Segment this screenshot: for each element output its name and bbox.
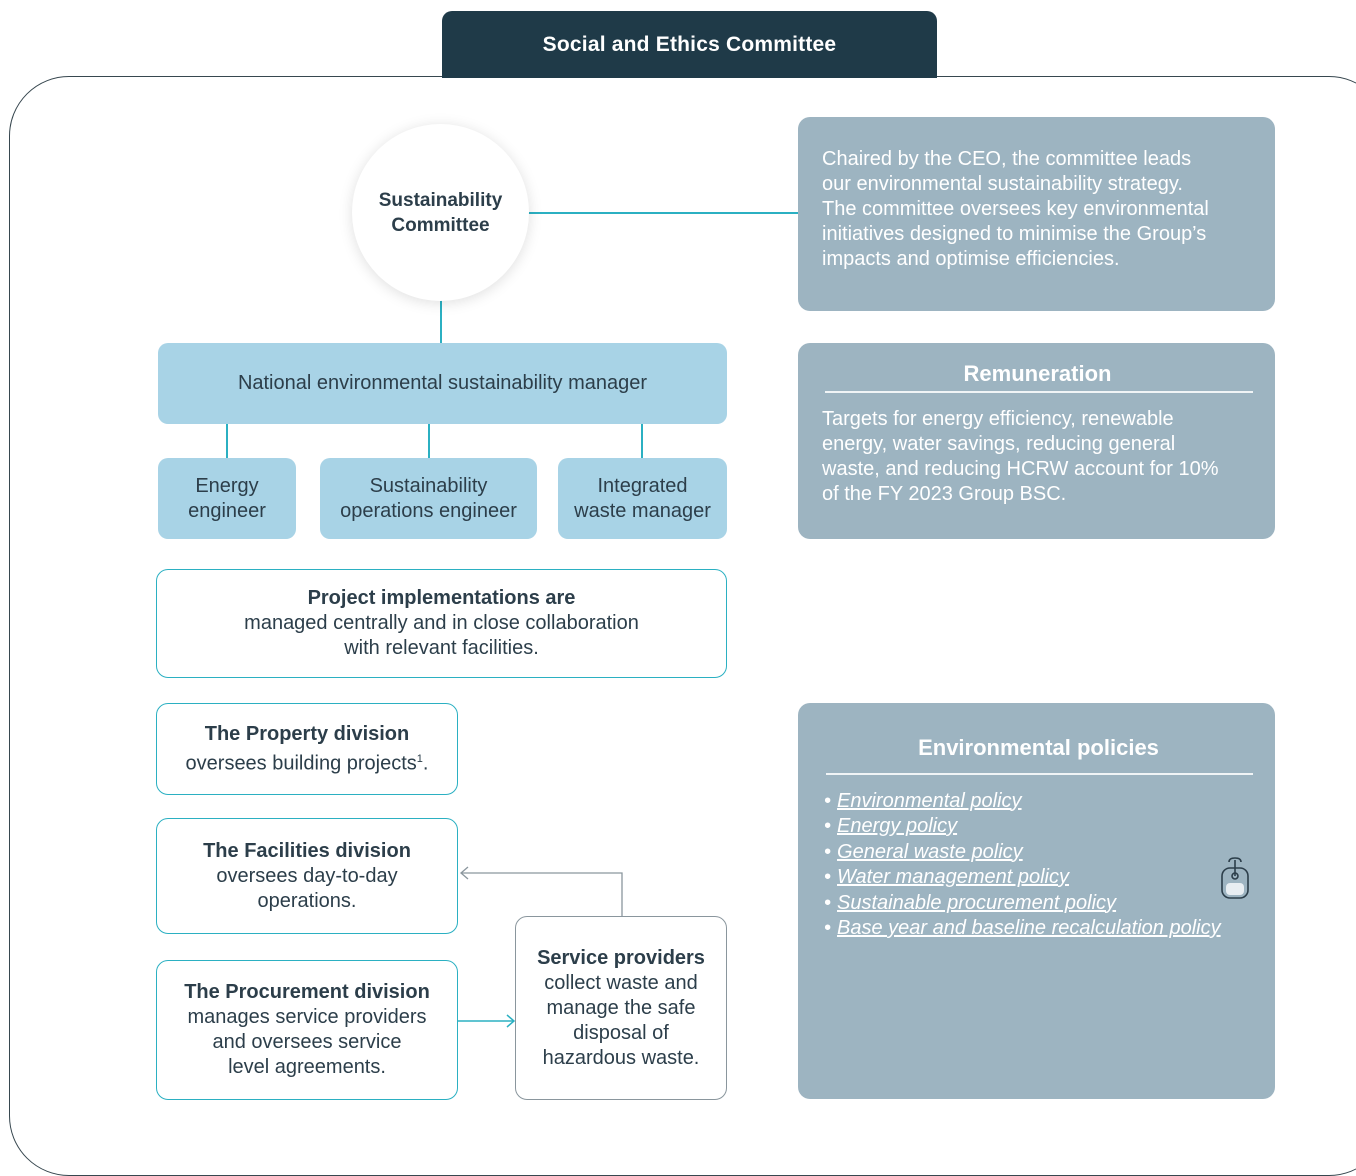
role-integrated-waste-manager: Integrated waste manager [558,458,727,539]
policies-title: Environmental policies [918,735,1159,760]
sustainability-committee-label: Sustainability Committee [378,189,503,236]
policy-item: •Base year and baseline recalculation po… [824,917,1221,939]
property-suffix: . [422,752,429,775]
policy-item: •Sustainable procurement policy [824,891,1117,914]
policy-link-sustainable-procurement[interactable]: Sustainable procurement policy [837,891,1117,914]
policy-link-water-management[interactable]: Water management policy [837,866,1069,888]
policy-item: •Water management policy [824,866,1069,888]
committee-description-text: Chaired by the CEO, the committee leads … [822,148,1209,270]
connector-manager-to-operations [428,423,430,459]
policy-link-environmental[interactable]: Environmental policy [837,789,1022,812]
role-label: Energy engineer [188,474,266,522]
header-title: Social and Ethics Committee [542,32,837,56]
connector-manager-to-waste [641,423,643,459]
procurement-division-box: The Procurement division manages service… [156,960,458,1100]
property-title: The Property division [204,722,410,745]
role-label: Sustainability operations engineer [340,474,517,522]
property-body: oversees building projects [185,752,417,775]
service-providers-box: Service providers collect waste and mana… [515,916,727,1100]
project-title: Project implementations are [307,587,576,609]
connector-committee-to-manager [440,300,442,344]
facilities-title: The Facilities division [203,839,411,862]
social-ethics-committee-header: Social and Ethics Committee [442,11,937,78]
property-division-box: The Property division oversees building … [156,703,458,795]
remuneration-title: Remuneration [963,361,1112,386]
committee-description-panel: Chaired by the CEO, the committee leads … [798,117,1275,311]
role-sustainability-operations-engineer: Sustainability operations engineer [320,458,537,539]
mouse-click-icon [1221,857,1249,899]
service-providers-body: collect waste and manage the safe dispos… [542,971,700,1069]
national-manager-label: National environmental sustainability ma… [237,372,648,394]
role-energy-engineer: Energy engineer [158,458,296,539]
sustainability-committee-node: Sustainability Committee [352,124,529,301]
national-manager-node: National environmental sustainability ma… [158,343,727,424]
connector-manager-to-energy [226,423,228,459]
policy-list: •Environmental policy •Energy policy •Ge… [824,789,1253,942]
policy-item: •Energy policy [824,815,958,837]
role-label: Integrated waste manager [574,474,711,522]
property-body-line: oversees building projects1. [186,747,429,777]
policy-link-general-waste[interactable]: General waste policy [837,840,1023,863]
connector-committee-to-description [528,212,800,214]
project-implementations-box: Project implementations are managed cent… [156,569,727,678]
facilities-body: oversees day-to-day operations. [216,864,398,912]
property-footnote: 1 [416,752,423,765]
remuneration-divider [825,391,1253,393]
policy-link-base-year[interactable]: Base year and baseline recalculation pol… [837,917,1221,939]
facilities-division-box: The Facilities division oversees day-to-… [156,818,458,934]
service-providers-title: Service providers [537,946,705,969]
project-body: managed centrally and in close collabora… [244,612,639,659]
policies-divider [826,773,1253,775]
policy-item: •Environmental policy [824,789,1022,812]
procurement-body: manages service providers and oversees s… [187,1006,427,1078]
procurement-title: The Procurement division [184,981,430,1003]
environmental-policies-panel: Environmental policies •Environmental po… [798,703,1275,1099]
remuneration-text: Targets for energy efficiency, renewable… [822,407,1219,505]
remuneration-panel: Remuneration Targets for energy efficien… [798,343,1275,539]
policy-link-energy[interactable]: Energy policy [837,815,958,837]
policy-item: •General waste policy [824,840,1023,863]
